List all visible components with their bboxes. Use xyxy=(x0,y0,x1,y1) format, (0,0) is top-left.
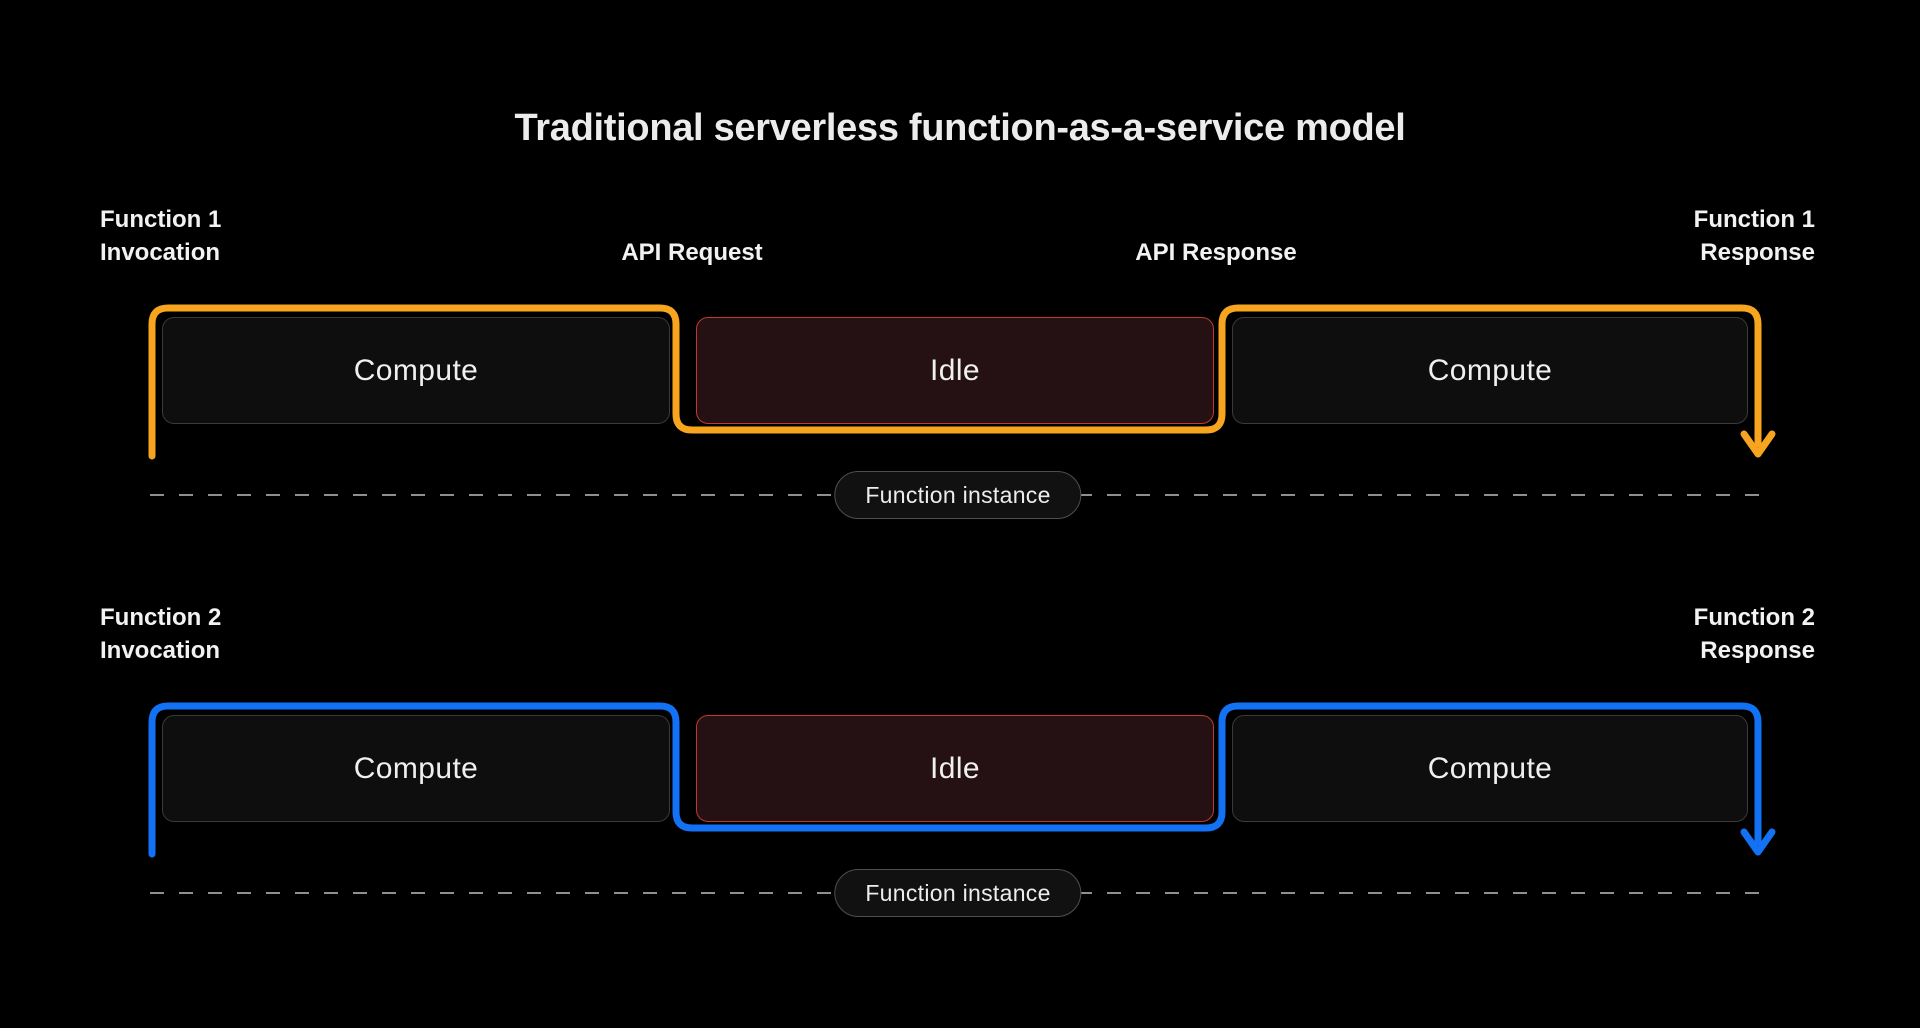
function1-instance-badge: Function instance xyxy=(834,471,1082,519)
label-line: Function 1 xyxy=(1693,206,1815,233)
function2-compute-box: Compute xyxy=(162,715,670,822)
label-line: Function 1 xyxy=(100,206,222,233)
function2-invocation-label: Function 2 Invocation xyxy=(100,601,221,667)
segment-label: Compute xyxy=(353,353,479,387)
function1-invocation-label: Function 1 Invocation xyxy=(100,203,221,269)
label-line: Function 2 xyxy=(100,604,222,631)
function1-response-label: Function 1 Response xyxy=(1694,203,1815,269)
function1-compute-box: Compute xyxy=(162,317,670,424)
page-title: Traditional serverless function-as-a-ser… xyxy=(514,107,1406,150)
badge-label: Function instance xyxy=(865,879,1051,906)
function2-response-label: Function 2 Response xyxy=(1694,601,1815,667)
label-line: Function 2 xyxy=(1693,604,1815,631)
label-line: Invocation xyxy=(100,239,221,266)
segment-label: Idle xyxy=(930,353,980,387)
segment-label: Compute xyxy=(1427,751,1553,785)
function1-compute-box: Compute xyxy=(1232,317,1748,424)
label-line: API Response xyxy=(1135,239,1297,266)
function1-idle-box: Idle xyxy=(696,317,1214,424)
label-line: Response xyxy=(1700,637,1815,664)
label-line: Invocation xyxy=(100,637,221,664)
segment-label: Compute xyxy=(1427,353,1553,387)
api-request-label: API Request xyxy=(621,236,762,269)
badge-label: Function instance xyxy=(865,481,1051,508)
function2-idle-box: Idle xyxy=(696,715,1214,822)
segment-label: Compute xyxy=(353,751,479,785)
segment-label: Idle xyxy=(930,751,980,785)
function2-compute-box: Compute xyxy=(1232,715,1748,822)
label-line: API Request xyxy=(621,239,763,266)
label-line: Response xyxy=(1700,239,1815,266)
function2-instance-badge: Function instance xyxy=(834,869,1082,917)
api-response-label: API Response xyxy=(1135,236,1296,269)
arrow-down-icon xyxy=(1740,430,1776,458)
arrow-down-icon xyxy=(1740,828,1776,856)
